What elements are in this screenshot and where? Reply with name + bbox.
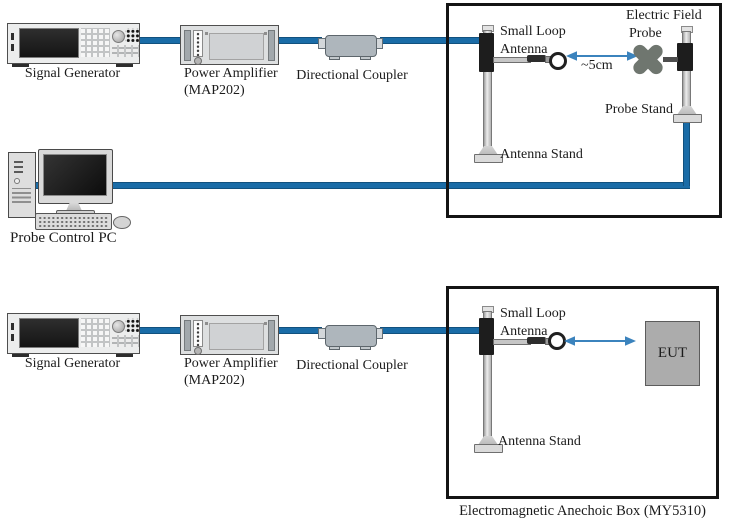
- anechoic-box: [446, 286, 719, 499]
- antenna-holder: [479, 33, 494, 72]
- power-amplifier-icon: [180, 25, 279, 65]
- small-loop-label-1: Small Loop: [500, 306, 566, 321]
- distance-arrow-icon: [566, 51, 638, 61]
- antenna-stand-base: [478, 146, 498, 155]
- sg-foot: [116, 354, 133, 357]
- cable-amp-to-coupler-bottom: [276, 327, 322, 334]
- sg-knob: [112, 30, 125, 43]
- cable-amp-to-coupler-top: [276, 37, 322, 44]
- antenna-stand-base-plate: [474, 444, 503, 453]
- sg-button: [11, 323, 14, 330]
- pa-rack-handle: [268, 30, 275, 61]
- pc-monitor-icon: [38, 149, 113, 204]
- pa-rack-handle: [184, 30, 191, 61]
- eut-label: EUT: [657, 345, 688, 361]
- antenna-stand-label: Antenna Stand: [500, 147, 583, 162]
- dc-body: [325, 325, 377, 347]
- sg-key-grid: [81, 318, 110, 347]
- signal-generator-icon: [7, 313, 140, 357]
- probe-stand-base-plate: [673, 114, 702, 123]
- pa-front-panel: [209, 323, 264, 350]
- pa-led-column: [193, 30, 203, 57]
- sg-key-grid: [81, 28, 110, 57]
- power-amplifier-label: Power Amplifier: [184, 356, 278, 371]
- small-loop-label-2: Antenna: [500, 42, 548, 57]
- monitor-neck: [66, 203, 82, 211]
- pa-knob: [194, 57, 202, 65]
- monitor-screen: [43, 154, 107, 196]
- pa-screw: [264, 32, 267, 35]
- antenna-stand-label: Antenna Stand: [498, 434, 581, 449]
- cable-pc-to-probe-horizontal: [28, 182, 690, 189]
- signal-generator-label: Signal Generator: [24, 66, 121, 81]
- power-amplifier-label: Power Amplifier: [184, 66, 278, 81]
- sg-foot: [116, 64, 133, 67]
- sg-button: [11, 33, 14, 40]
- pc-keyboard-icon: [35, 213, 112, 230]
- eut-box: EUT: [645, 321, 700, 386]
- sg-display: [19, 28, 79, 58]
- tower-drive-slot: [14, 171, 23, 173]
- signal-generator-label: Signal Generator: [24, 356, 121, 371]
- directional-coupler-label: Directional Coupler: [296, 358, 408, 373]
- cable-coupler-to-antenna-top: [380, 37, 486, 44]
- tower-drive-slot: [14, 166, 23, 168]
- power-amplifier-model-label: (MAP202): [184, 373, 245, 388]
- small-loop-label-1: Small Loop: [500, 24, 566, 39]
- distance-label: ~5cm: [581, 58, 613, 73]
- directional-coupler-icon: [318, 35, 383, 61]
- directional-coupler-label: Directional Coupler: [296, 68, 408, 83]
- pa-led-column: [193, 320, 203, 347]
- sg-foot: [12, 64, 29, 67]
- pa-knob: [194, 347, 202, 355]
- loop-antenna-icon: [549, 52, 567, 70]
- antenna-arm-grip: [527, 337, 546, 344]
- power-amplifier-icon: [180, 315, 279, 355]
- sg-key-row: [112, 335, 139, 347]
- small-loop-label-2: Antenna: [500, 324, 548, 339]
- sg-display: [19, 318, 79, 348]
- directional-coupler-icon: [318, 325, 383, 351]
- cable-sg-to-amp-top: [136, 37, 182, 44]
- anechoic-box-caption: Electromagnetic Anechoic Box (MY5310): [459, 503, 706, 519]
- pa-rack-handle: [184, 320, 191, 351]
- sg-foot: [12, 354, 29, 357]
- pc-label: Probe Control PC: [10, 230, 117, 246]
- dc-body: [325, 35, 377, 57]
- sg-keypad: [125, 28, 139, 42]
- cable-sg-to-amp-bottom: [136, 327, 182, 334]
- sg-keypad: [125, 318, 139, 332]
- cable-probe-vertical: [683, 120, 690, 186]
- antenna-arm-grip: [527, 55, 546, 62]
- pa-screw: [205, 322, 208, 325]
- efp-label-2: Probe: [629, 26, 662, 41]
- probe-stand-label: Probe Stand: [604, 102, 673, 117]
- tower-power-button: [14, 178, 20, 184]
- pc-mouse-icon: [113, 216, 131, 229]
- efp-label-1: Electric Field: [626, 8, 702, 23]
- pa-rack-handle: [268, 320, 275, 351]
- pa-front-panel: [209, 33, 264, 60]
- keyboard-keys: [38, 216, 109, 227]
- antenna-holder: [479, 318, 494, 355]
- sg-button: [11, 44, 14, 51]
- shield-box-top: [446, 3, 722, 218]
- sg-knob: [112, 320, 125, 333]
- antenna-stand-base: [478, 436, 498, 445]
- distance-arrow-icon: [564, 336, 636, 346]
- probe-rod: [663, 57, 678, 62]
- pa-screw: [264, 322, 267, 325]
- sg-key-row: [112, 45, 139, 57]
- antenna-stand-base-plate: [474, 154, 503, 163]
- tower-vents: [12, 188, 31, 203]
- cable-coupler-to-antenna-bottom: [380, 327, 486, 334]
- tower-drive-slot: [14, 161, 23, 163]
- probe-stand-base: [677, 106, 697, 115]
- probe-holder: [677, 43, 693, 71]
- pa-screw: [205, 32, 208, 35]
- pc-tower-icon: [8, 152, 36, 218]
- power-amplifier-model-label: (MAP202): [184, 83, 245, 98]
- signal-generator-icon: [7, 23, 140, 67]
- sg-button: [11, 334, 14, 341]
